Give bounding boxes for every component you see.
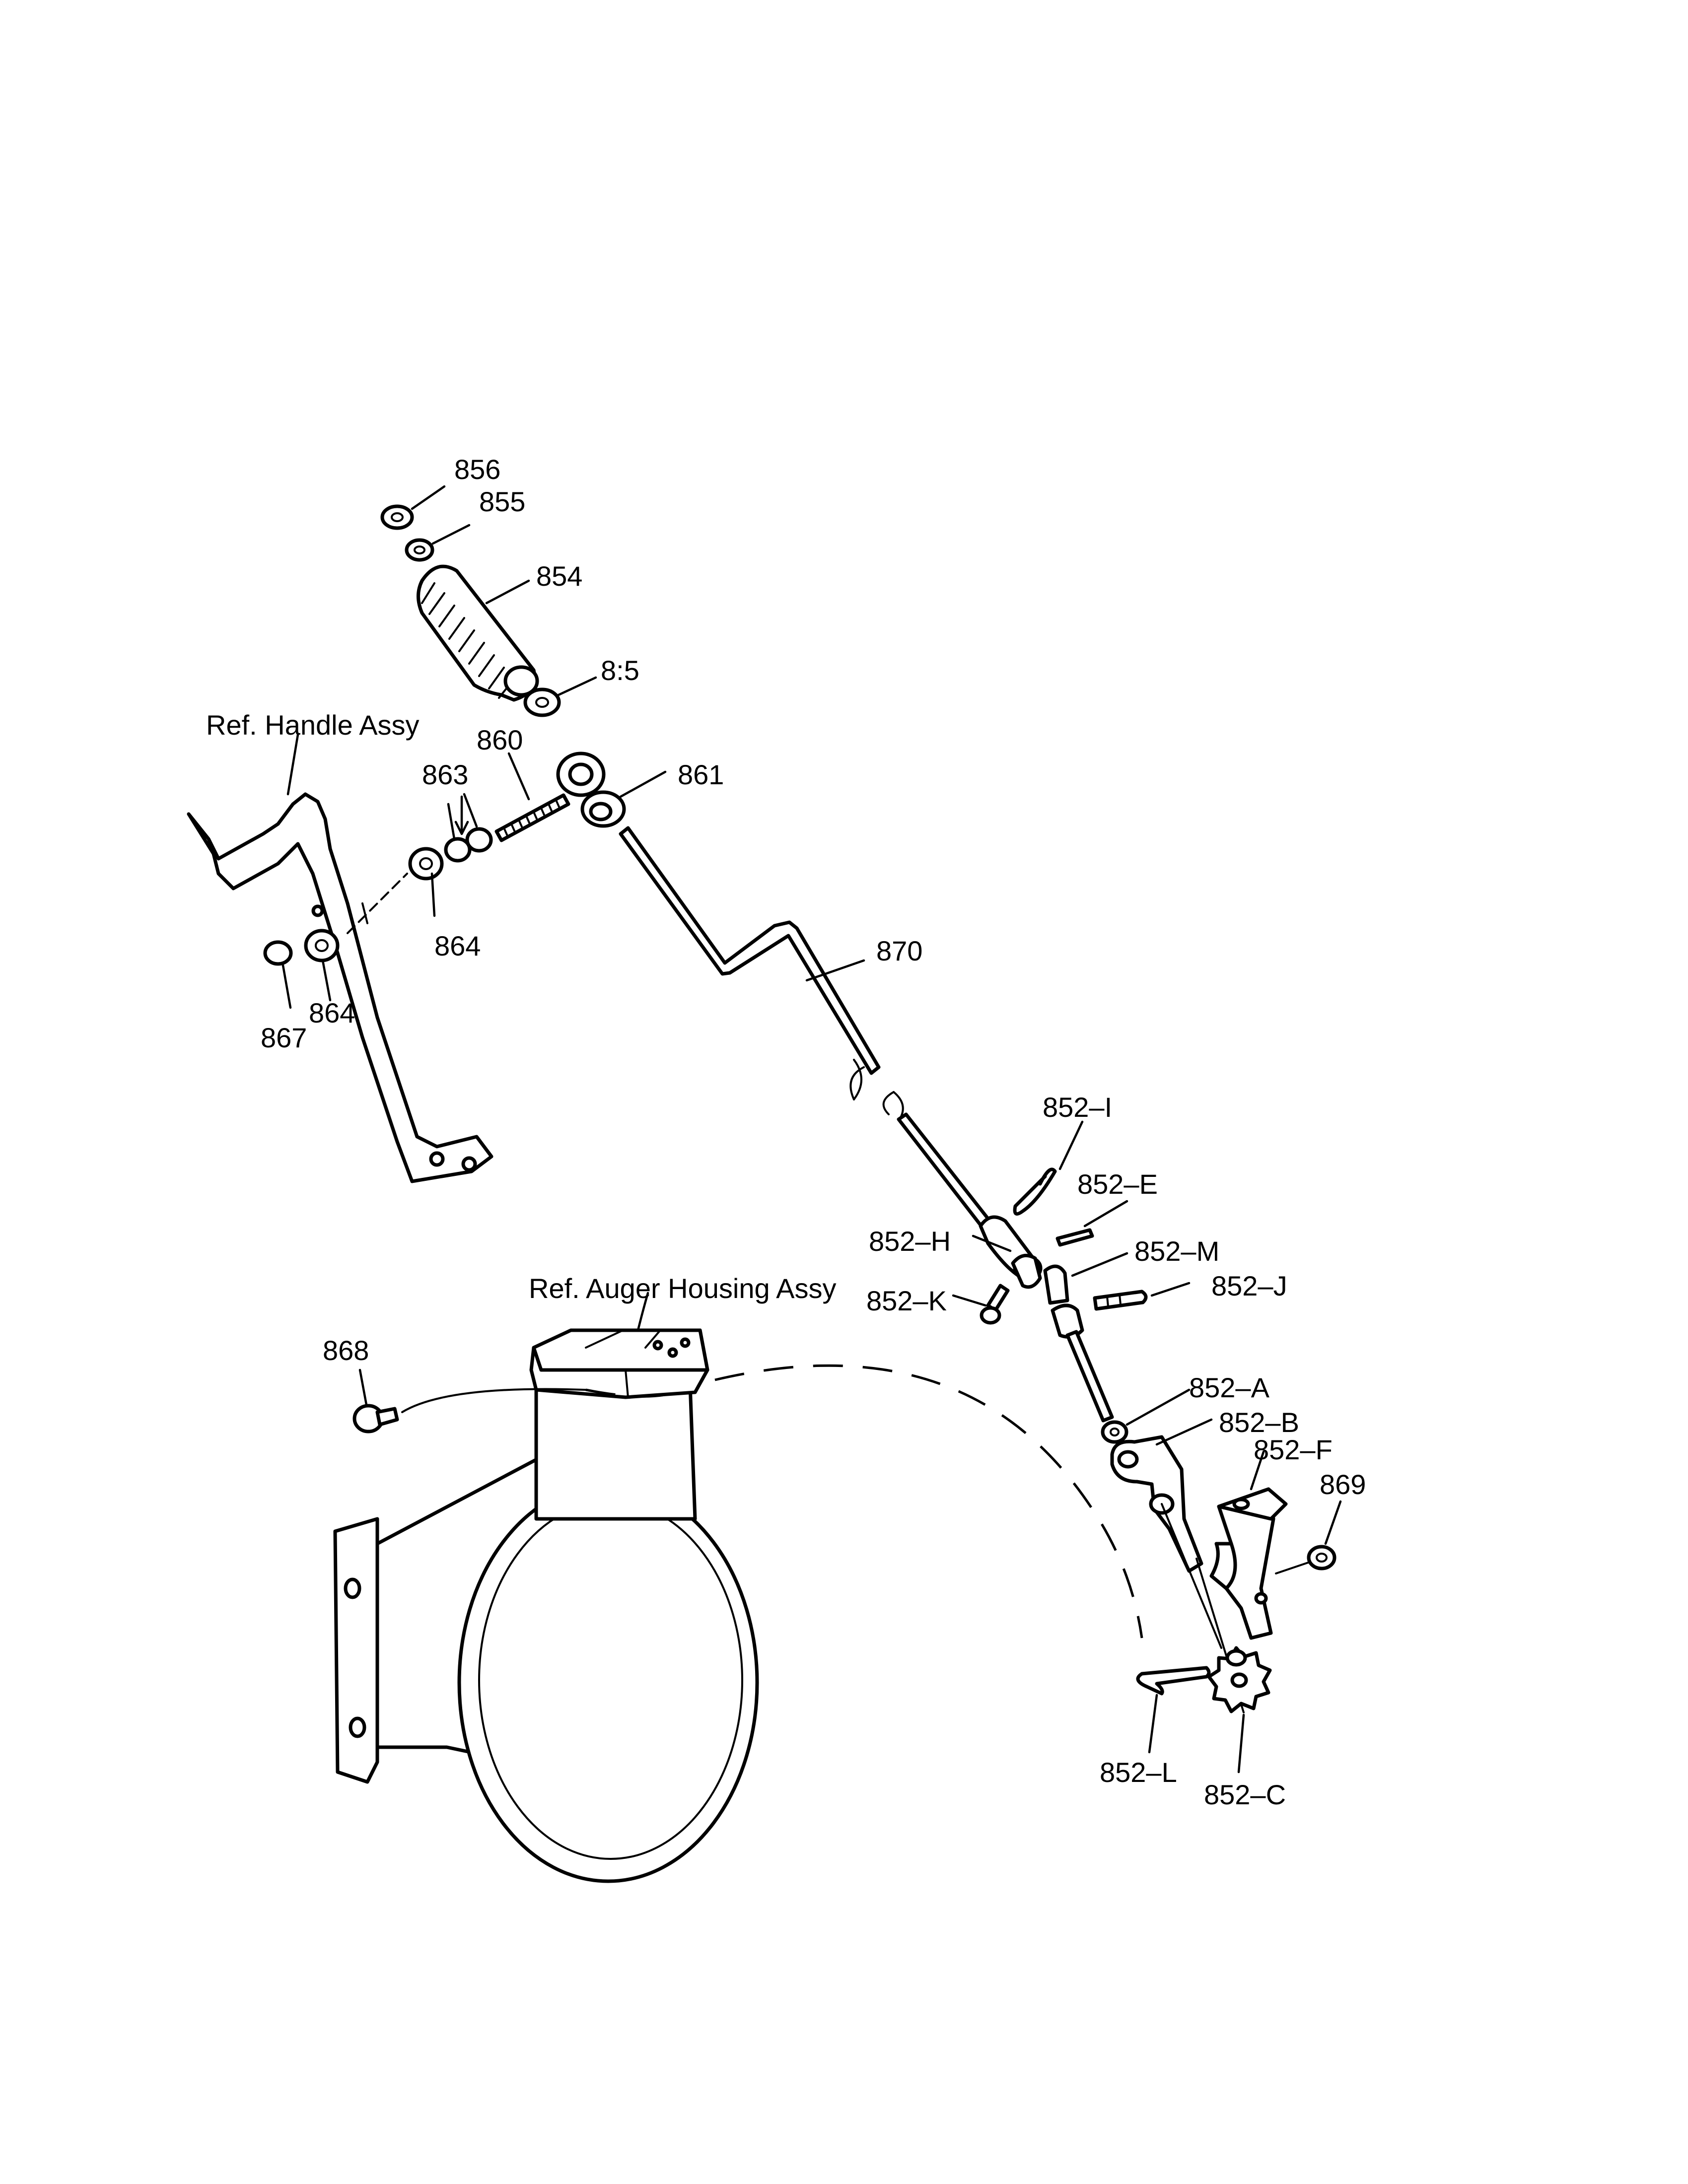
nut-867	[263, 940, 293, 966]
carriage-bolt-868	[352, 1388, 666, 1433]
assembly-path-arc	[714, 1364, 1143, 1638]
washer-856	[380, 504, 414, 530]
label-852-b: 852–B	[1219, 1407, 1299, 1438]
grip-end	[503, 665, 539, 697]
label-ref-handle-assy: Ref. Handle Assy	[206, 709, 420, 741]
label-869: 869	[1320, 1469, 1366, 1500]
washer-855-lower	[523, 687, 561, 717]
label-852-l: 852–L	[1100, 1757, 1177, 1788]
label-870: 870	[876, 935, 922, 966]
label-852-f: 852–F	[1254, 1434, 1333, 1465]
nut-863-b	[465, 827, 493, 853]
grip-854	[417, 564, 537, 702]
chute-bracket	[1110, 1435, 1336, 1713]
auger-housing	[333, 1328, 759, 1883]
label-864-upper: 864	[434, 930, 481, 961]
label-855: 855	[479, 486, 525, 517]
handle-assembly	[187, 792, 493, 1183]
label-852-j: 852–J	[1211, 1270, 1287, 1301]
washer-864-upper	[408, 847, 444, 881]
label-852-c: 852–C	[1204, 1779, 1286, 1810]
label-852-e: 852–E	[1077, 1168, 1158, 1200]
label-852-k: 852–K	[866, 1285, 947, 1316]
label-ref-auger-housing-assy: Ref. Auger Housing Assy	[529, 1273, 836, 1304]
linkage-hardware	[980, 1167, 1148, 1444]
label-863: 863	[422, 759, 468, 790]
label-852-i: 852–I	[1043, 1092, 1112, 1123]
label-867: 867	[261, 1022, 307, 1053]
label-864-lower: 864	[309, 997, 355, 1028]
label-861: 861	[678, 759, 724, 790]
grip-assembly	[380, 504, 561, 717]
label-856: 856	[454, 454, 500, 485]
label-855-lower: 8:5	[601, 655, 639, 686]
shift-rod-870	[619, 826, 1043, 1281]
label-852-h: 852–H	[869, 1226, 951, 1257]
label-852-a: 852–A	[1189, 1372, 1270, 1403]
leader-lines	[281, 485, 1342, 1774]
label-868: 868	[323, 1335, 369, 1366]
washer-864-lower	[304, 929, 340, 962]
part-labels: 856 855 854 8:5 Ref. Handle Assy 860 863…	[206, 454, 1366, 1810]
nut-863-a	[444, 837, 472, 863]
label-860: 860	[477, 724, 523, 755]
label-854: 854	[536, 560, 582, 592]
threaded-rod-860	[494, 793, 570, 842]
label-852-m: 852–M	[1134, 1235, 1219, 1267]
handle-hardware	[263, 751, 626, 966]
washer-855	[405, 538, 434, 562]
